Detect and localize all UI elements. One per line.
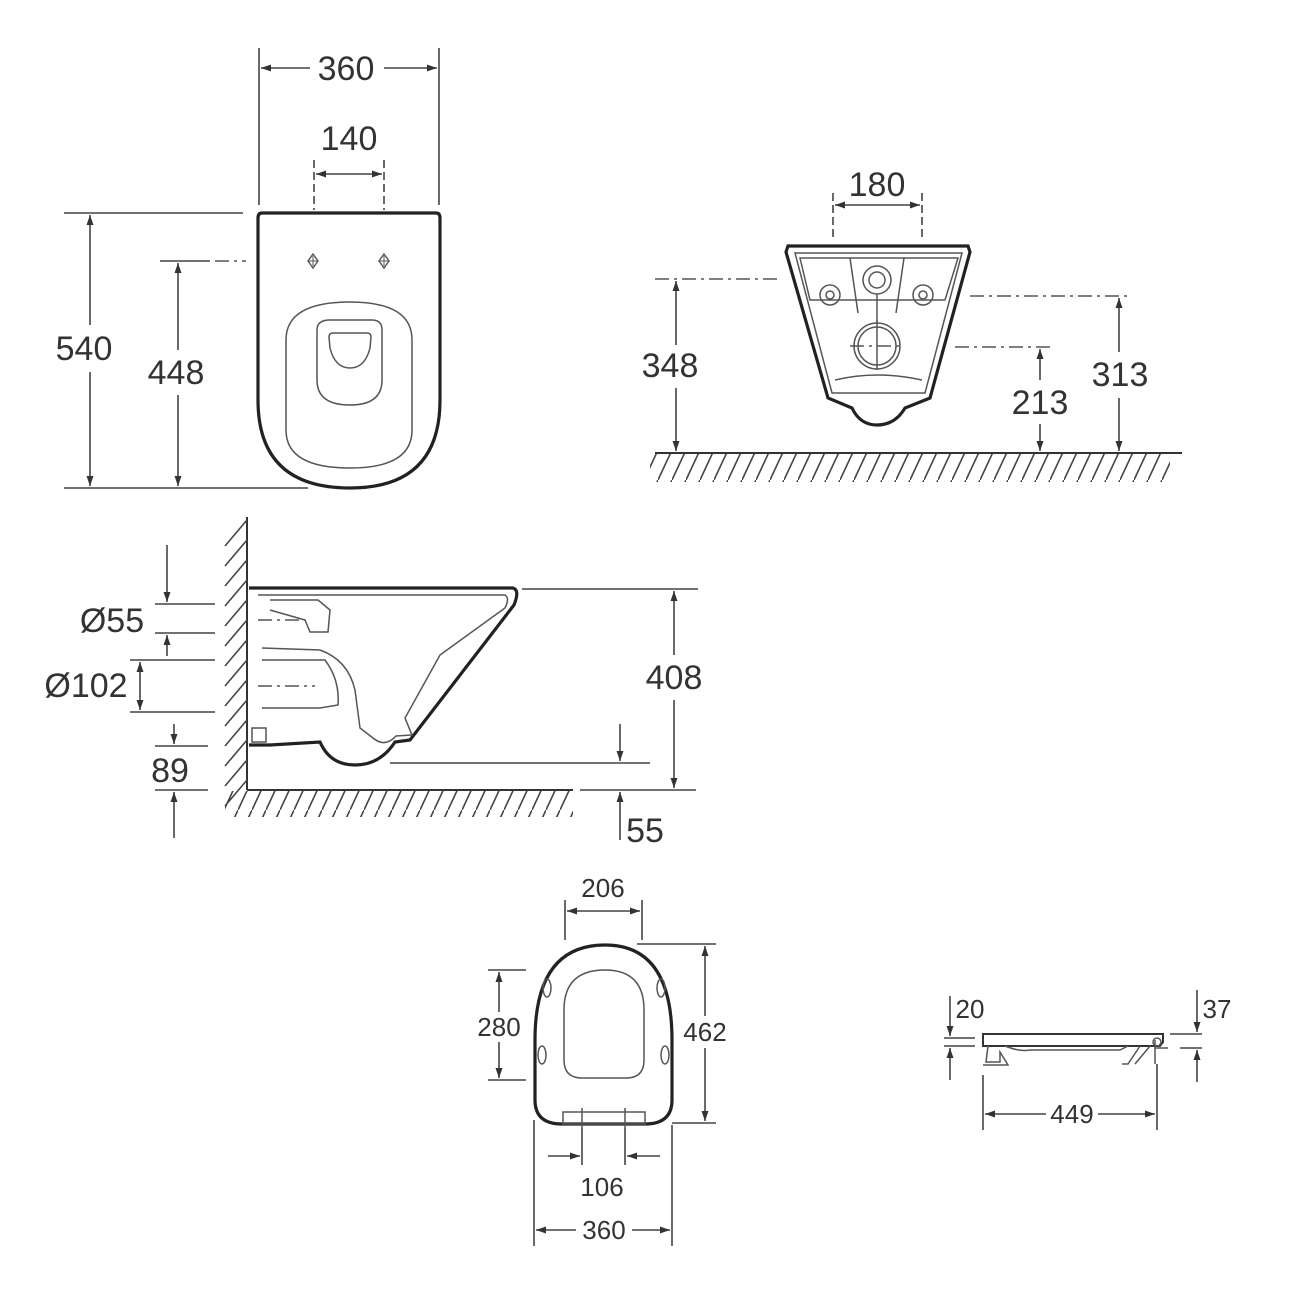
rear-body-outline: [784, 244, 972, 427]
dim-rear-height-348: 348: [642, 347, 699, 385]
dim-side-bottom-offset: 89: [151, 752, 189, 790]
dim-top-bolt-spacing: 140: [321, 120, 378, 158]
top-view: 360 140 540 448: [56, 48, 442, 490]
dim-seat-depth: 449: [1050, 1099, 1093, 1129]
dim-seat-length: 462: [683, 1017, 726, 1047]
bolt-marker-icon: [378, 252, 390, 270]
dim-seat-hinge-spacing: 106: [580, 1172, 623, 1202]
bowl-outline-top: [256, 211, 442, 490]
bolt-marker-icon: [307, 252, 319, 270]
seat-top-view: 206 280 462 106 360: [477, 873, 727, 1246]
dim-seat-width: 360: [582, 1215, 625, 1245]
dim-rear-bolt-spacing: 180: [849, 166, 906, 204]
dim-rear-height-313: 313: [1092, 356, 1149, 394]
dim-top-bolt-to-front: 448: [148, 354, 205, 392]
dim-side-rim-height: 408: [646, 659, 703, 697]
seat-side-view: 20 37 449: [944, 990, 1231, 1130]
side-view: Ø55 Ø102 89 408 55: [44, 517, 702, 850]
dim-seat-opening-length: 280: [477, 1012, 520, 1042]
dim-seat-rear-thickness: 37: [1203, 994, 1232, 1024]
rear-view: 180 348 313 213: [642, 166, 1182, 482]
dim-side-outlet-diameter: Ø102: [44, 667, 127, 705]
dim-seat-front-thickness: 20: [956, 994, 985, 1024]
dim-seat-opening-width: 206: [581, 873, 624, 903]
dim-top-width: 360: [318, 50, 375, 88]
wall-hatch: [224, 519, 248, 807]
bowl-outline-side: [249, 586, 519, 767]
dim-side-inlet-diameter: Ø55: [80, 602, 144, 640]
seat-outline: [533, 943, 674, 1126]
dim-top-length: 540: [56, 330, 113, 368]
seat-side-outline: [982, 1033, 1164, 1047]
dim-rear-outlet-height: 213: [1012, 384, 1069, 422]
dim-side-pan-clearance: 55: [626, 812, 664, 850]
